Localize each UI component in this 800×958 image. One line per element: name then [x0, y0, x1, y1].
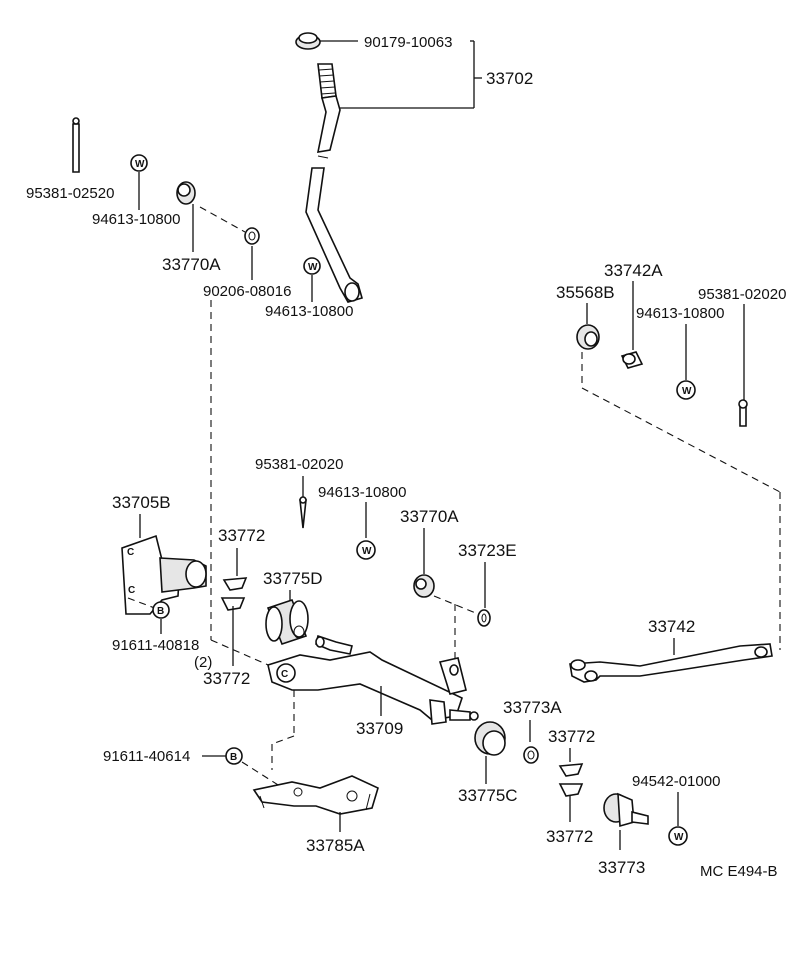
washer-w-icon: W [130, 154, 148, 172]
control-rod-33742 [569, 643, 773, 683]
label-94613-10800-b: 94613-10800 [265, 303, 353, 320]
label-91611-40614: 91611-40614 [103, 748, 190, 765]
label-90179-10063: 90179-10063 [364, 34, 452, 51]
label-95381-02520: 95381-02520 [26, 185, 114, 202]
shift-lever-33702 [295, 32, 363, 303]
grommet-33775D [265, 599, 309, 645]
label-94613-10800-c: 94613-10800 [636, 305, 724, 322]
label-95381-02020-c: 95381-02020 [255, 456, 343, 473]
svg-text:W: W [308, 262, 318, 273]
label-94613-10800-d: 94613-10800 [318, 484, 406, 501]
clip-33723E [477, 609, 491, 627]
label-94613-10800-a: 94613-10800 [92, 211, 180, 228]
label-33773: 33773 [598, 858, 645, 877]
clip-33772-c [558, 763, 584, 777]
label-33773A: 33773A [503, 698, 562, 717]
cotter-pin-95381-02020-b [738, 399, 748, 427]
clip-33772-d [558, 783, 584, 797]
catalog-code: MC E494-B [700, 863, 778, 880]
bolt-b-icon: B [225, 747, 243, 765]
clip-33772-a [222, 577, 248, 591]
label-33742A: 33742A [604, 261, 663, 280]
label-qty-2: (2) [194, 654, 212, 671]
svg-text:W: W [362, 546, 372, 557]
svg-text:C: C [281, 669, 288, 680]
label-33709: 33709 [356, 719, 403, 738]
label-91611-40818: 91611-40818 [112, 637, 199, 654]
clip-33773A [523, 746, 539, 764]
label-33770A-b: 33770A [400, 507, 459, 526]
washer-w-icon: W [668, 826, 688, 846]
label-33772-c: 33772 [548, 727, 595, 746]
bushing-35568B [576, 324, 600, 350]
bushing-33775C [474, 721, 506, 756]
label-33772-b: 33772 [203, 669, 250, 688]
bushing-33770A-b [413, 574, 435, 598]
svg-text:C: C [127, 547, 134, 558]
label-33723E: 33723E [458, 541, 517, 560]
svg-text:W: W [682, 386, 692, 397]
label-94542-01000: 94542-01000 [632, 773, 720, 790]
leader-lines-top [320, 40, 482, 109]
clip-33772-b [220, 597, 246, 611]
bushing-33770A-a [176, 181, 196, 205]
cotter-pin-95381-02020-c [299, 496, 307, 529]
svg-text:W: W [135, 159, 145, 170]
label-33705B: 33705B [112, 493, 171, 512]
label-33775C: 33775C [458, 786, 518, 805]
label-33770A-a: 33770A [162, 255, 221, 274]
svg-text:B: B [157, 606, 164, 617]
clip-90206-08016 [244, 227, 260, 245]
label-33775D: 33775D [263, 569, 323, 588]
label-33772-d: 33772 [546, 827, 593, 846]
label-33772-a: 33772 [218, 526, 265, 545]
washer-w-icon: W [356, 540, 376, 560]
svg-text:W: W [674, 832, 684, 843]
svg-text:C: C [128, 585, 135, 596]
label-90206-08016: 90206-08016 [203, 283, 291, 300]
label-33742: 33742 [648, 617, 695, 636]
collar-33742A [620, 351, 644, 369]
svg-text:B: B [230, 752, 237, 763]
bracket-33705B: C C [121, 534, 207, 615]
cotter-pin-95381-02520 [72, 117, 80, 173]
label-95381-02020-b: 95381-02020 [698, 286, 786, 303]
washer-w-icon: W [303, 257, 321, 275]
washer-w-icon: W [676, 380, 696, 400]
label-33785A: 33785A [306, 836, 365, 855]
shift-lever-assy-33709: C [267, 634, 479, 725]
bracket-33785A [252, 775, 379, 815]
bushing-33773 [603, 792, 649, 828]
label-35568B: 35568B [556, 283, 615, 302]
bolt-b-icon: B [152, 601, 170, 619]
label-33702: 33702 [486, 69, 533, 88]
